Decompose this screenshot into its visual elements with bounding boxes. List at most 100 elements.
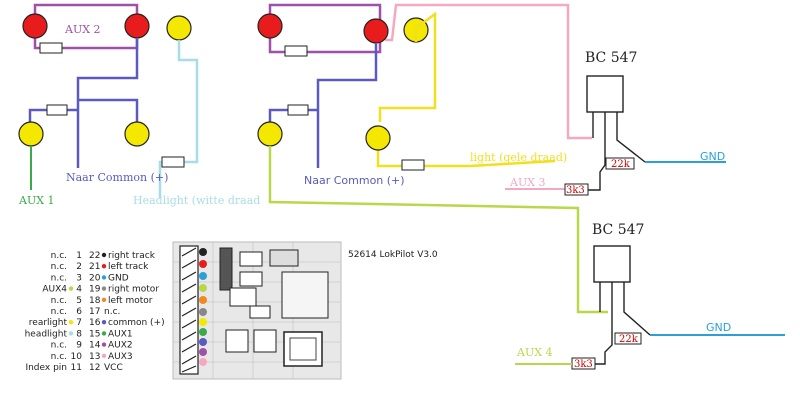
decoder-chip-1 [219,247,233,291]
aux3-wire-top [385,3,592,140]
bc547-bottom-base [595,335,613,365]
led-red-1 [22,13,48,39]
pin-number-left: 1 [76,251,82,261]
pin-left-dot [68,286,74,291]
resistor-22k-top [605,157,635,170]
decoder-pin-pads [199,248,207,366]
pin-left-name: n.c. [51,352,67,362]
r22k-bottom-label: 22k [619,334,639,345]
r22k-top-label: 22k [611,159,631,170]
led-yellow-mid-light [365,125,391,151]
transistor-bottom: BC 547 22k 3k3 GND AUX 4 [515,222,785,370]
pin-number-right: 17 [89,307,100,317]
pin-color-dot [101,264,107,269]
pin-number-left: 4 [76,285,82,295]
decoder-chip-6 [249,305,271,319]
aux4-label: AUX 4 [516,346,553,359]
headlight-label: Headlight (witte draad [133,194,260,207]
pin-number-right: 21 [89,262,100,272]
aux2-label: AUX 2 [64,23,101,36]
pin-color-dot [101,342,107,347]
pin-number-left: 8 [76,329,82,339]
light-label: light (gele draad) [470,151,567,164]
resistor-mid-left [287,104,309,116]
decoder-chip-4 [269,249,299,267]
gnd-label-bottom: GND [706,321,731,334]
pin-number-right: 15 [89,329,100,339]
light-wire-upper [378,11,437,122]
bc547-bottom-body [593,245,631,283]
r3k3-bottom-label: 3k3 [574,359,593,370]
decoder-mcu [281,271,329,319]
resistor-headlight [161,156,185,168]
resistor-22k-bottom [614,332,642,345]
pin-color-dot [101,286,107,291]
decoder-title: 52614 LokPilot V3.0 [348,250,438,260]
decoder-chip-5 [229,287,257,307]
pin-color-dot [101,252,107,258]
decoder-chip-8 [253,329,277,353]
led-yellow-headlight [124,121,150,147]
pin-row: AUX4 4 19 right motor [42,285,159,295]
pin-right-name: left track [108,262,149,272]
pin-right-name: AUX3 [108,352,133,362]
pin-number-right: 13 [89,352,100,362]
bc547-bottom-legs [599,282,651,336]
common-label-left: Naar Common (+) [66,171,168,184]
decoder-chip-9-inner [289,337,317,361]
pin-left-name: n.c. [51,251,67,261]
pin-left-dot [68,331,74,336]
led-red-mid-1 [257,13,283,39]
led-yellow-top [166,15,192,41]
pin-number-left: 9 [76,341,82,351]
pin-right-name: left motor [108,296,153,306]
led-yellow-aux1 [18,121,44,147]
pin-right-name: GND [108,273,129,283]
pin-row: n.c. 3 20 GND [51,273,129,283]
mid-common-main [316,43,378,168]
resistor-aux1 [46,104,68,116]
transistor-top: BC 547 22k 3k3 GND [564,50,726,196]
pin-left-name: AUX4 [42,285,67,295]
bc547-top-base [588,160,606,191]
middle-circuit: light (gele draad) Naar Common (+) AUX 3 [257,3,608,314]
pin-left-name: n.c. [51,273,67,283]
pin-number-right: 14 [89,341,101,351]
resistor-mid-red [284,45,308,57]
decoder-chip-7 [225,329,249,353]
pin-left-dot [68,320,74,325]
aux4-wire-route [268,146,608,314]
pin-color-dot [101,353,107,358]
pin-row: n.c. 10 13 AUX3 [51,352,133,362]
bc547-top-legs [592,112,646,163]
pin-number-left: 11 [71,363,82,373]
pin-number-right: 20 [89,273,101,283]
pin-right-name: common (+) [108,318,165,328]
pin-number-left: 3 [76,273,82,283]
pin-color-dot [101,275,107,280]
decoder-pin-strip [179,245,199,375]
mid-purple-top [268,3,382,30]
resistor-aux2 [39,42,63,54]
pin-number-left: 2 [76,262,82,272]
bc547-bottom-label: BC 547 [592,222,644,238]
pin-right-name: right motor [108,285,159,295]
pin-number-left: 10 [71,352,83,362]
resistor-3k3-top [564,183,589,196]
pin-right-name: right track [108,251,156,261]
common-label-mid: Naar Common (+) [304,174,405,187]
pin-left-name: n.c. [51,307,67,317]
resistor-light [401,159,425,171]
decoder-chip-2 [239,251,263,267]
pin-right-name: AUX1 [108,329,133,339]
pin-number-right: 12 [89,363,100,373]
pin-number-right: 19 [89,285,101,295]
decoder-chip-3 [239,271,263,287]
